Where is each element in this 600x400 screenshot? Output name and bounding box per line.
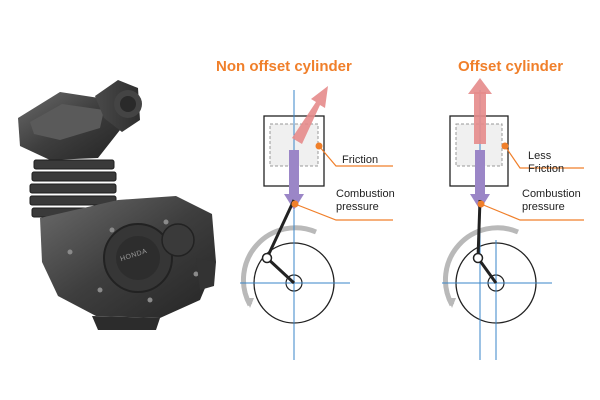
connecting-rod (265, 199, 296, 259)
crank-rotation-arc (241, 225, 317, 307)
combustion-label-offset: Combustion pressure (522, 188, 581, 213)
crank-pin (261, 252, 273, 264)
crank-rotation-arc (443, 225, 519, 307)
friction-label-non-offset: Friction (342, 154, 379, 166)
combustion-leader (294, 203, 393, 221)
crank-arm (265, 256, 296, 285)
crank-pin (472, 252, 484, 264)
combustion-force-bar (289, 150, 299, 194)
friction-force-bar (474, 92, 486, 144)
friction-leader (318, 145, 393, 167)
friction-force-arrow (292, 86, 328, 144)
panel-title-offset: Offset cylinder (458, 58, 564, 75)
friction-label-offset: Less Friction (528, 150, 565, 175)
friction-leader (504, 145, 584, 169)
combustion-leader (480, 203, 584, 221)
combustion-force-bar (475, 150, 485, 194)
friction-force-arrowhead (468, 78, 492, 94)
connecting-rod (476, 199, 482, 259)
panel-title-non-offset: Non offset cylinder (216, 58, 352, 75)
combustion-label-non-offset: Combustion pressure (336, 188, 395, 213)
